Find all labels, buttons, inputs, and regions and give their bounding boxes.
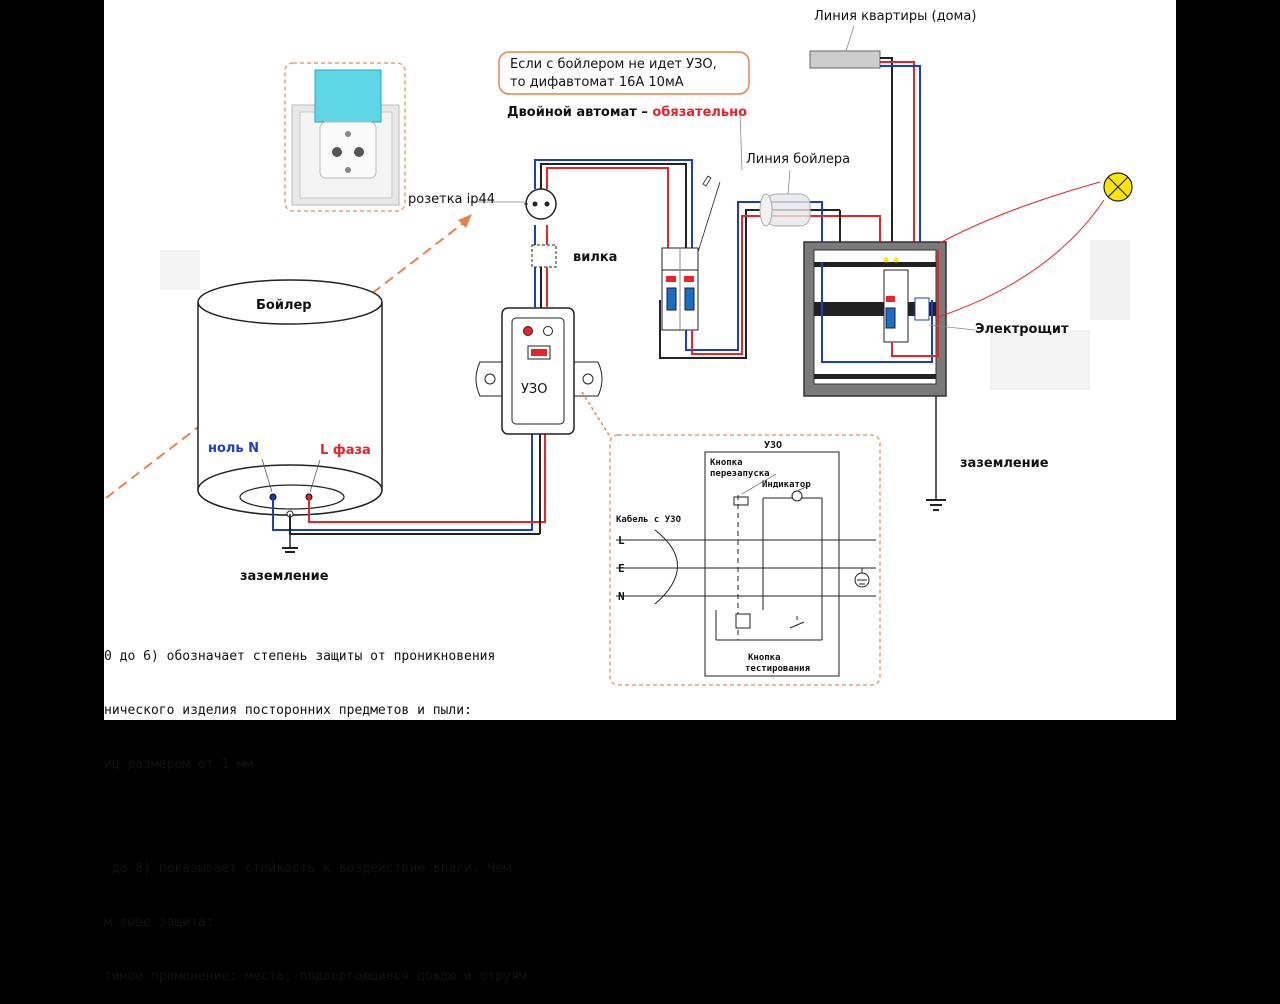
inset-title: УЗО bbox=[764, 440, 782, 451]
double-breaker-label: Двойной автомат – обязательно bbox=[507, 105, 747, 120]
breaker-icon bbox=[661, 247, 699, 331]
terminal-E: E bbox=[618, 562, 625, 575]
socket-label: розетка ip44 bbox=[408, 192, 495, 207]
wiring-diagram: Линия квартиры (дома) Если с бойлером не… bbox=[105, 9, 1133, 686]
rcd-device-label: УЗО bbox=[521, 382, 548, 397]
plug-label: вилка bbox=[573, 250, 617, 265]
restart-button-label-2: перезапуска bbox=[710, 469, 770, 479]
apartment-line-label: Линия квартиры (дома) bbox=[814, 9, 976, 24]
test-button-label-2: тестирования bbox=[745, 664, 810, 674]
terminal-N: N bbox=[618, 590, 625, 603]
socket-cover-icon bbox=[314, 69, 382, 123]
text-line: 0 до 6) обозначает степень защиты от про… bbox=[104, 649, 496, 664]
ground-symbol-icon bbox=[926, 499, 946, 511]
rcd-schematic-inset bbox=[609, 434, 881, 686]
phase-label: L фаза bbox=[320, 443, 371, 458]
ground-left-label: заземление bbox=[240, 569, 329, 584]
note-line-1: Если с бойлером не идет УЗО, bbox=[510, 57, 717, 72]
text-line: до 8) показывает стойкость к воздействию… bbox=[104, 861, 511, 876]
boiler-line-label: Линия бойлера bbox=[746, 152, 850, 167]
boiler-label: Бойлер bbox=[256, 298, 312, 313]
socket-icon bbox=[524, 188, 557, 220]
ip-rating-text: 0 до 6) обозначает степень защиты от про… bbox=[104, 612, 594, 1004]
panel-icon bbox=[803, 241, 947, 397]
ground-right-label: заземление bbox=[960, 456, 1049, 471]
neutral-label: ноль N bbox=[208, 441, 259, 456]
text-line: иц размером от 1 мм bbox=[104, 757, 253, 772]
note-box bbox=[498, 51, 750, 95]
socket-photo bbox=[284, 62, 406, 212]
text-line: м выше защита: bbox=[104, 915, 214, 930]
ground-symbol-icon bbox=[282, 514, 298, 553]
text-line: тимое применение: места, подвергающиеся … bbox=[104, 969, 527, 984]
cable-ferrite-icon bbox=[759, 193, 811, 227]
plug-icon bbox=[531, 244, 557, 268]
note-line-2: то дифавтомат 16А 10мА bbox=[510, 75, 684, 90]
panel-label: Электрощит bbox=[975, 322, 1069, 337]
text-gap bbox=[104, 810, 594, 824]
boiler-icon bbox=[197, 279, 383, 516]
cable-label: Кабель с УЗО bbox=[616, 514, 682, 525]
rcd-icon bbox=[475, 307, 603, 435]
terminal-L: L bbox=[618, 534, 625, 547]
apartment-cable-icon bbox=[809, 50, 881, 69]
lamp-icon bbox=[1103, 172, 1133, 202]
test-button-label-1: Кнопка bbox=[748, 653, 781, 663]
restart-button-label-1: Кнопка bbox=[710, 458, 743, 468]
indicator-label: Индикатор bbox=[762, 480, 811, 490]
text-line: нического изделия посторонних предметов … bbox=[104, 703, 472, 718]
